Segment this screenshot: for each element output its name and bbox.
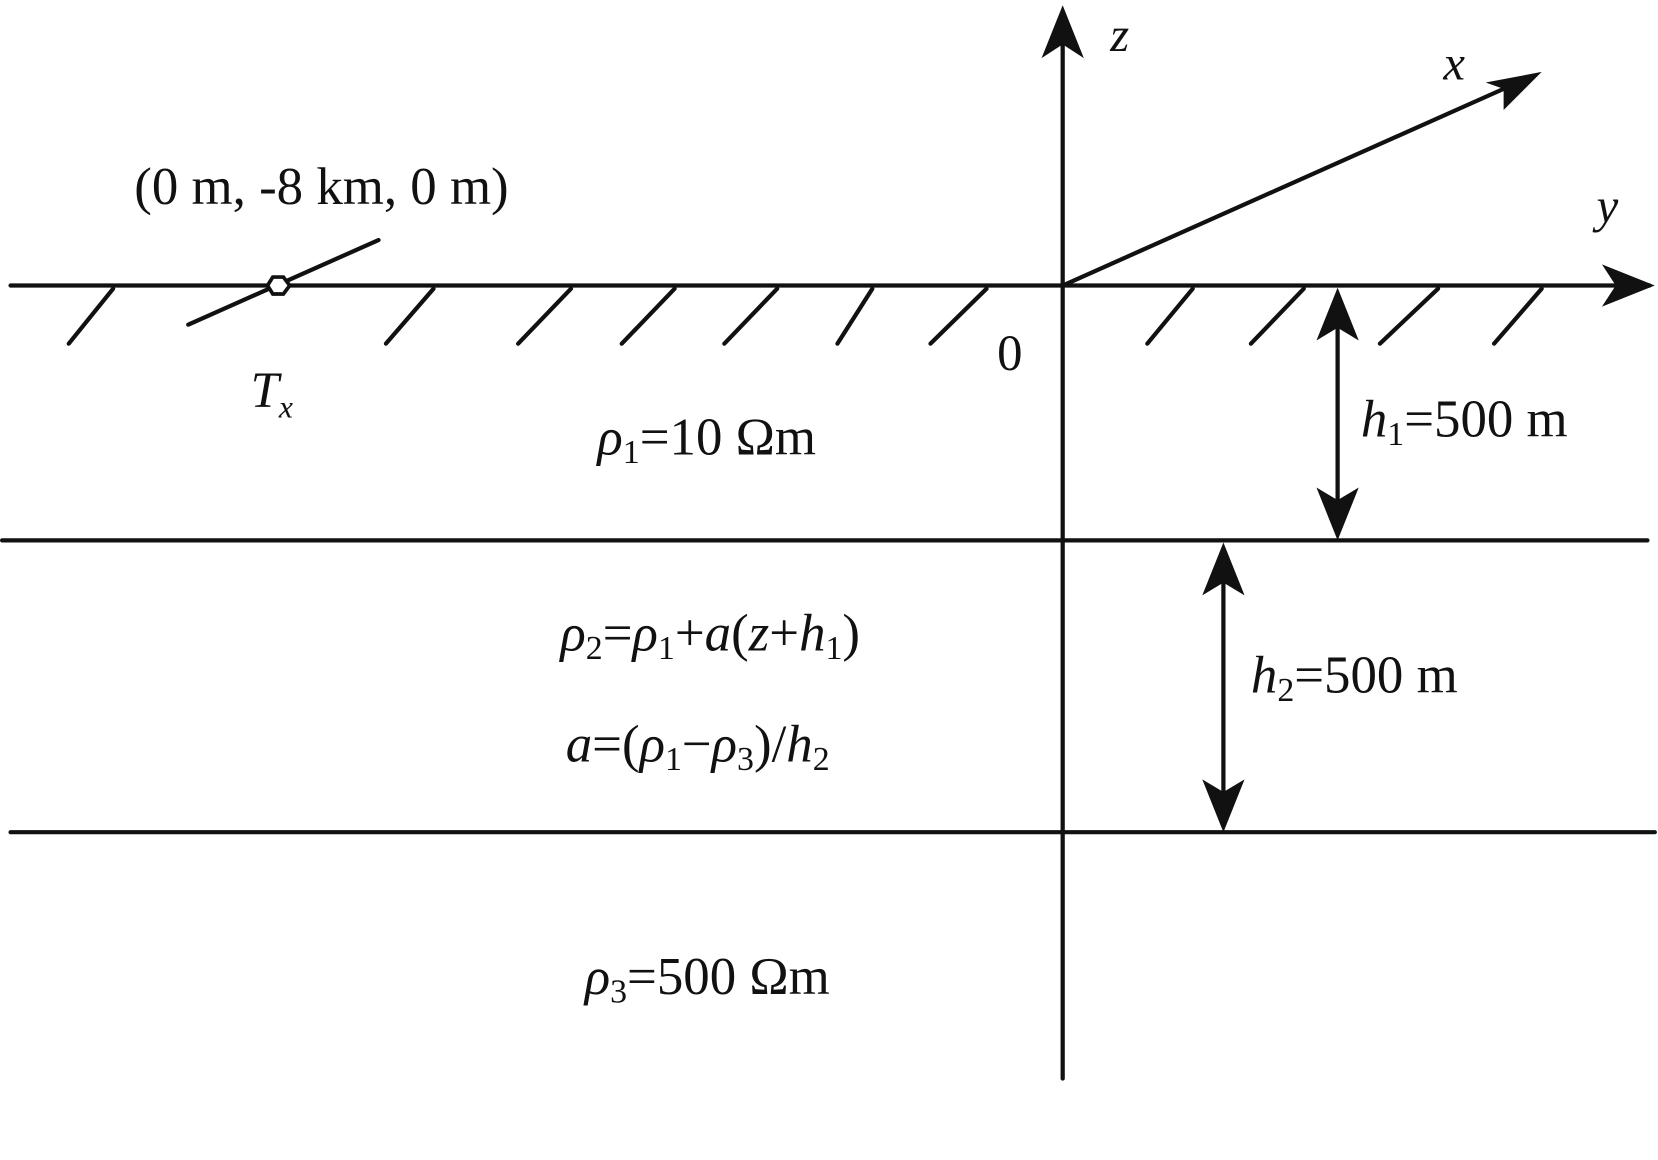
x-axis-label: x: [1442, 36, 1465, 90]
layer2-resistivity-equation: ρ2=ρ1+a(z+h1): [558, 604, 860, 666]
layer1-thickness: h1=500 m: [1361, 391, 1568, 453]
layer2-gradient-equation: a=(ρ1−ρ3)/h2: [566, 715, 830, 777]
layer1-resistivity: ρ1=10 Ωm: [595, 409, 816, 471]
layer2-thickness: h2=500 m: [1251, 647, 1458, 709]
transmitter-marker-icon: [265, 275, 293, 296]
z-axis-label: z: [1109, 8, 1129, 62]
ground-hatching: [66, 286, 1544, 346]
origin-label: 0: [997, 325, 1022, 381]
transmitter-coordinates: (0 m, -8 km, 0 m): [134, 158, 508, 216]
layer3-resistivity: ρ3=500 Ωm: [583, 948, 830, 1010]
x-axis-arrowhead: [1485, 71, 1542, 110]
z-axis-arrowhead: [1041, 5, 1084, 59]
x-axis-line: [1060, 78, 1525, 288]
y-axis-arrowhead: [1601, 264, 1655, 307]
y-axis-label: y: [1592, 179, 1619, 233]
transmitter-label: Tx: [251, 362, 293, 425]
